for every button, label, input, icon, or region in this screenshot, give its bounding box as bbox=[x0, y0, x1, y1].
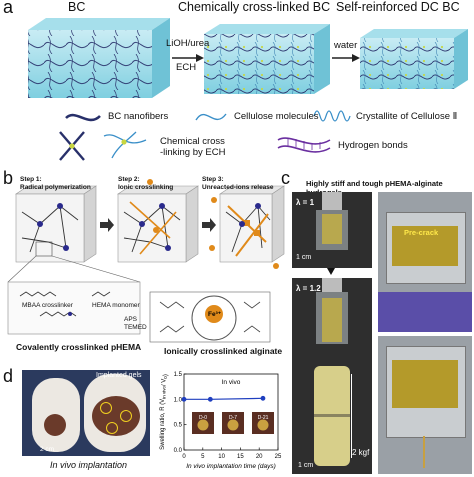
cube-step1 bbox=[15, 185, 97, 263]
inset-label: D-7 bbox=[229, 415, 237, 421]
lambda2-label: λ = 1.2 bbox=[296, 284, 321, 293]
x-axis-label: In vivo implantation time (days) bbox=[186, 463, 276, 470]
step1-title: Step 1: bbox=[20, 176, 42, 183]
step2-title: Step 2: bbox=[118, 176, 140, 183]
arrow-1 bbox=[172, 54, 204, 62]
photo-lambda2 bbox=[292, 278, 372, 474]
inset-label: D-21 bbox=[258, 415, 269, 421]
mbaa-label: MBAA crosslinker bbox=[22, 302, 73, 309]
implanted-gels-label: Implanted gels bbox=[96, 372, 142, 379]
photo-stretched bbox=[378, 336, 472, 474]
bc-nanofiber-icon bbox=[65, 113, 101, 122]
y-tick-label: 1.0 bbox=[174, 397, 183, 403]
header-bc: BC bbox=[68, 0, 86, 14]
header-chem-bc: Chemically cross-linked BC bbox=[178, 0, 331, 14]
aps-label: APS bbox=[124, 316, 138, 323]
arrow-2 bbox=[332, 54, 360, 62]
inset-gel bbox=[257, 419, 269, 431]
series-line bbox=[184, 397, 263, 400]
alginate-ring bbox=[149, 291, 271, 343]
bc-box bbox=[28, 18, 170, 98]
data-point bbox=[260, 395, 266, 401]
scale-d-label: 2 cm bbox=[40, 446, 55, 453]
scale2-label: 1 cm bbox=[298, 462, 314, 469]
header-dc-bc: Self-reinforced DC BC bbox=[336, 0, 460, 14]
weight-label: 2 kgf bbox=[352, 448, 370, 457]
photo-precrack bbox=[378, 192, 472, 332]
x-tick-label: 10 bbox=[218, 454, 225, 460]
x-tick-label: 25 bbox=[275, 454, 282, 460]
data-point bbox=[181, 396, 187, 402]
y-tick-label: 0.5 bbox=[174, 423, 183, 429]
x-tick-label: 15 bbox=[237, 454, 244, 460]
fe-ion-label: Fe³⁺ bbox=[208, 311, 222, 318]
ionic-caption: Ionically crosslinked alginate bbox=[164, 346, 283, 356]
panel-a-illustration bbox=[28, 18, 468, 161]
precrack-label: Pre-crack bbox=[404, 228, 439, 237]
chem-bc-box bbox=[204, 24, 330, 94]
chart-frame bbox=[183, 373, 279, 451]
hydrogen-bond-icon bbox=[277, 137, 331, 153]
inset-gel bbox=[197, 419, 209, 431]
cellulose-molecule-icon bbox=[195, 113, 227, 121]
legend-crystallite: Crystallite of Cellulose Ⅱ bbox=[356, 111, 458, 122]
inset-gel bbox=[227, 419, 239, 431]
y-tick-label: 1.5 bbox=[174, 372, 183, 378]
y-tick-label: 0.0 bbox=[174, 448, 183, 454]
covalent-caption: Covalently crosslinked pHEMA bbox=[16, 342, 142, 352]
cube-step2 bbox=[117, 179, 199, 263]
panel-d-label: d bbox=[3, 366, 14, 386]
step3-title: Step 3: bbox=[202, 176, 224, 183]
dc-bc-box bbox=[360, 29, 468, 89]
data-point bbox=[207, 396, 213, 402]
legend-chem-crosslink: Chemical cross -linking by ECH bbox=[160, 136, 226, 158]
arrow2-top-label: water bbox=[334, 40, 358, 51]
crystallite-icon bbox=[313, 110, 351, 122]
photo-implant-rats bbox=[22, 370, 150, 456]
step1-text: Radical polymerization bbox=[20, 184, 91, 191]
down-arrow-c bbox=[327, 268, 335, 275]
chem-crosslink-icon bbox=[59, 131, 147, 161]
scale1-label: 1 cm bbox=[296, 254, 312, 261]
x-tick-label: 20 bbox=[256, 454, 263, 460]
x-tick-label: 5 bbox=[201, 454, 205, 460]
panel-b-label: b bbox=[3, 168, 14, 188]
lambda1-label: λ = 1 bbox=[296, 198, 315, 207]
hema-label: HEMA monomer bbox=[92, 302, 140, 309]
chem-structure-box bbox=[7, 281, 141, 335]
y-axis-label: Swelling ratio, R (Vin vivo/ V0) bbox=[160, 374, 169, 450]
panel-a-label: a bbox=[3, 0, 14, 17]
inset-label: D-0 bbox=[199, 415, 207, 421]
photo-lambda1 bbox=[292, 192, 372, 268]
arrow1-top-label: LiOH/urea bbox=[166, 38, 210, 49]
legend-cellulose-molecules: Cellulose molecules bbox=[234, 111, 319, 122]
panel-c-label: c bbox=[281, 168, 290, 188]
step2-text: Ionic crosslinking bbox=[118, 184, 174, 191]
temed-label: TEMED bbox=[124, 324, 147, 331]
step3-text: Unreacted-ions release bbox=[202, 184, 274, 191]
legend-hydrogen-bonds: Hydrogen bonds bbox=[338, 140, 408, 151]
arrow1-bottom-label: ECH bbox=[176, 62, 197, 73]
panel-b-illustration bbox=[7, 179, 285, 343]
chart-title: In vivo bbox=[222, 379, 241, 386]
legend-bc-nanofibers: BC nanofibers bbox=[108, 111, 169, 122]
arrow-b1 bbox=[100, 218, 114, 232]
arrow-b2 bbox=[202, 218, 216, 232]
x-tick-label: 0 bbox=[182, 454, 186, 460]
cube-step3 bbox=[209, 185, 285, 269]
caption-in-vivo-implantation: In vivo implantation bbox=[50, 460, 128, 470]
